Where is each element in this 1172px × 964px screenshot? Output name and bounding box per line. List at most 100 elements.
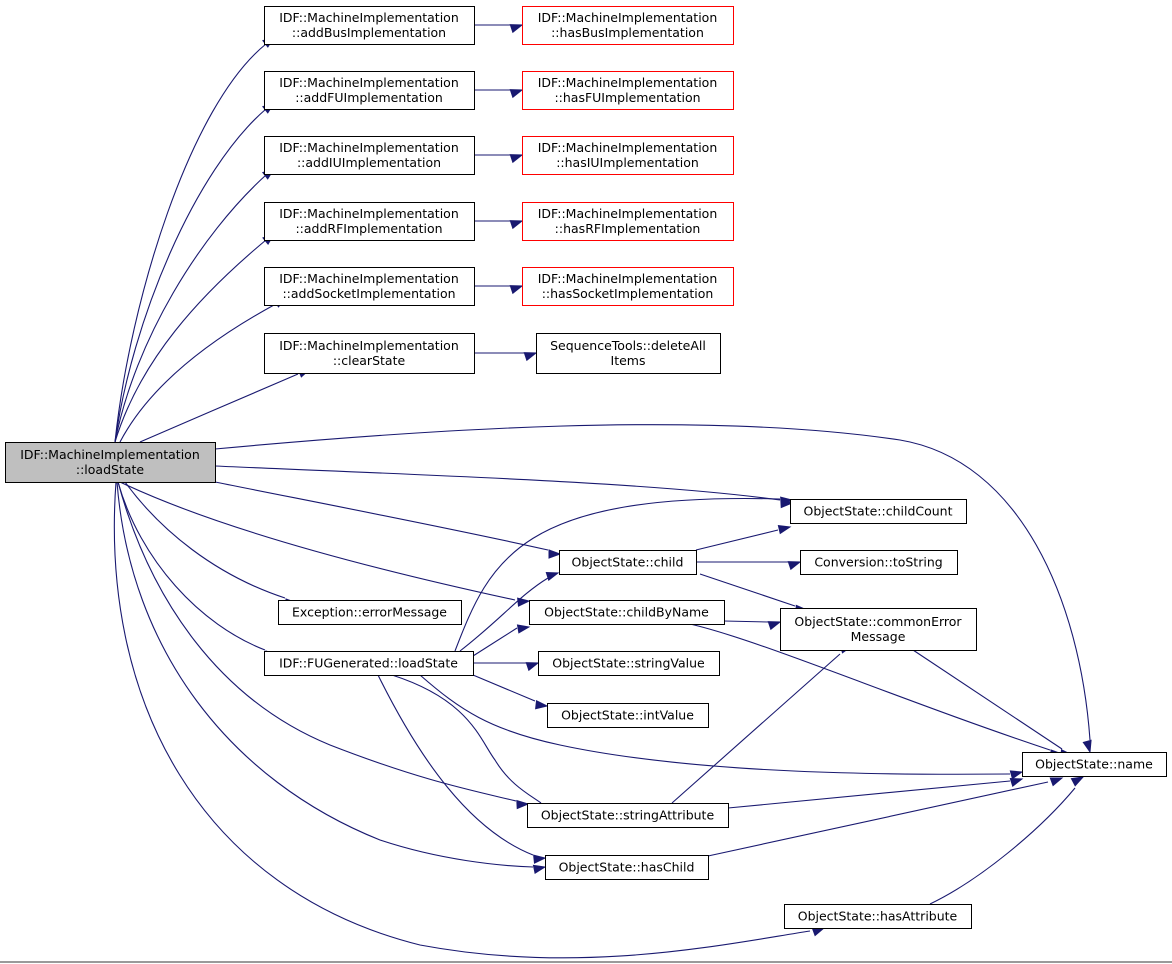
node-box[interactable] bbox=[800, 550, 958, 575]
node-box[interactable] bbox=[264, 136, 475, 175]
node-box[interactable] bbox=[1022, 752, 1167, 777]
node-label: Items bbox=[611, 353, 646, 368]
edge-root-to-childCount bbox=[214, 465, 794, 509]
nodes-layer: IDF::MachineImplementation::loadStateIDF… bbox=[5, 6, 1167, 929]
node-box[interactable] bbox=[264, 202, 475, 241]
node-box[interactable] bbox=[784, 904, 972, 929]
node-label: Exception::errorMessage bbox=[292, 605, 447, 620]
node-label: IDF::MachineImplementation bbox=[279, 10, 459, 25]
edge-line bbox=[117, 481, 517, 802]
edge-hasChild-to-name bbox=[707, 777, 1064, 857]
edge-arrowhead bbox=[811, 927, 826, 937]
node-root[interactable]: IDF::MachineImplementation::loadState bbox=[5, 442, 216, 483]
edge-stringAttribute-to-name bbox=[727, 777, 1024, 809]
edge-line bbox=[459, 577, 549, 652]
edge-root-to-fuLoadState bbox=[117, 481, 279, 660]
edge-arrowhead bbox=[545, 571, 560, 581]
edge-line bbox=[419, 674, 1011, 775]
edge-arrowhead bbox=[516, 799, 530, 810]
node-child[interactable]: ObjectState::child bbox=[559, 550, 697, 575]
node-addBus[interactable]: IDF::MachineImplementation::addBusImplem… bbox=[264, 6, 475, 45]
edge-arrowhead bbox=[535, 700, 549, 710]
node-intValue[interactable]: ObjectState::intValue bbox=[547, 703, 709, 728]
node-label: IDF::MachineImplementation bbox=[538, 75, 718, 90]
node-box[interactable] bbox=[790, 499, 967, 524]
edge-child-to-toString bbox=[696, 561, 802, 571]
edge-root-to-errorMessage bbox=[124, 481, 299, 608]
node-box[interactable] bbox=[527, 803, 729, 828]
node-box[interactable] bbox=[522, 267, 734, 306]
node-hasFU[interactable]: IDF::MachineImplementation::hasFUImpleme… bbox=[522, 71, 734, 110]
node-addIU[interactable]: IDF::MachineImplementation::addIUImpleme… bbox=[264, 136, 475, 175]
node-name[interactable]: ObjectState::name bbox=[1022, 752, 1167, 777]
edge-line bbox=[114, 43, 267, 443]
node-box[interactable] bbox=[264, 6, 475, 45]
node-box[interactable] bbox=[522, 136, 734, 175]
edge-arrowhead bbox=[1070, 776, 1085, 787]
node-hasChild[interactable]: ObjectState::hasChild bbox=[545, 855, 709, 880]
edge-arrowhead bbox=[780, 496, 794, 506]
node-label: Message bbox=[851, 629, 906, 644]
node-hasRF[interactable]: IDF::MachineImplementation::hasRFImpleme… bbox=[522, 202, 734, 241]
node-childCount[interactable]: ObjectState::childCount bbox=[790, 499, 967, 524]
edge-arrowhead bbox=[516, 624, 531, 634]
node-box[interactable] bbox=[559, 550, 697, 575]
node-hasSocket[interactable]: IDF::MachineImplementation::hasSocketImp… bbox=[522, 267, 734, 306]
node-stringAttribute[interactable]: ObjectState::stringAttribute bbox=[527, 803, 729, 828]
edge-line bbox=[671, 653, 841, 804]
edge-root-to-name bbox=[214, 424, 1092, 754]
node-box[interactable] bbox=[264, 71, 475, 110]
node-hasIU[interactable]: IDF::MachineImplementation::hasIUImpleme… bbox=[522, 136, 734, 175]
node-hasAttribute[interactable]: ObjectState::hasAttribute bbox=[784, 904, 972, 929]
edge-fuLoadState-to-intValue bbox=[472, 674, 549, 710]
edge-arrowhead bbox=[523, 352, 538, 362]
edge-arrowhead bbox=[1009, 770, 1024, 780]
node-stringValue[interactable]: ObjectState::stringValue bbox=[538, 651, 720, 676]
edge-line bbox=[116, 481, 534, 868]
node-label: ObjectState::childByName bbox=[544, 605, 709, 620]
edge-arrowhead bbox=[525, 662, 540, 672]
node-box[interactable] bbox=[264, 267, 475, 306]
node-box[interactable] bbox=[5, 442, 216, 483]
node-box[interactable] bbox=[522, 202, 734, 241]
node-box[interactable] bbox=[264, 651, 474, 676]
node-addSocket[interactable]: IDF::MachineImplementation::addSocketImp… bbox=[264, 267, 475, 306]
edge-line bbox=[707, 781, 1049, 857]
edge-line bbox=[119, 481, 516, 601]
node-hasBus[interactable]: IDF::MachineImplementation::hasBusImplem… bbox=[522, 6, 734, 45]
node-box[interactable] bbox=[780, 608, 977, 651]
node-toString[interactable]: Conversion::toString bbox=[800, 550, 958, 575]
edge-arrowhead bbox=[548, 549, 562, 559]
node-clearState[interactable]: IDF::MachineImplementation::clearState bbox=[264, 333, 475, 374]
node-label: ::hasIUImplementation bbox=[556, 155, 699, 170]
node-box[interactable] bbox=[529, 600, 725, 625]
node-box[interactable] bbox=[264, 333, 475, 374]
edge-line bbox=[727, 780, 1011, 809]
node-label: ObjectState::childCount bbox=[803, 504, 952, 519]
edge-line bbox=[114, 108, 267, 443]
edge-arrowhead bbox=[509, 89, 524, 99]
node-box[interactable] bbox=[536, 333, 721, 374]
node-addFU[interactable]: IDF::MachineImplementation::addFUImpleme… bbox=[264, 71, 475, 110]
node-errorMessage[interactable]: Exception::errorMessage bbox=[278, 600, 462, 625]
node-box[interactable] bbox=[278, 600, 462, 625]
node-fuLoadState[interactable]: IDF::FUGenerated::loadState bbox=[264, 651, 474, 676]
node-label: ObjectState::child bbox=[572, 555, 684, 570]
node-box[interactable] bbox=[545, 855, 709, 880]
node-box[interactable] bbox=[538, 651, 720, 676]
node-box[interactable] bbox=[522, 6, 734, 45]
node-box[interactable] bbox=[522, 71, 734, 110]
edge-clearState-to-deleteAll bbox=[474, 352, 538, 362]
edge-arrowhead bbox=[517, 597, 531, 607]
node-childByName[interactable]: ObjectState::childByName bbox=[529, 600, 725, 625]
node-label: ObjectState::commonError bbox=[794, 614, 962, 629]
node-label: ::addBusImplementation bbox=[292, 25, 446, 40]
node-box[interactable] bbox=[547, 703, 709, 728]
edge-hasAttribute-to-name bbox=[929, 776, 1085, 905]
edge-addSocket-to-hasSocket bbox=[474, 285, 524, 295]
node-addRF[interactable]: IDF::MachineImplementation::addRFImpleme… bbox=[264, 202, 475, 241]
node-label: IDF::MachineImplementation bbox=[279, 206, 459, 221]
